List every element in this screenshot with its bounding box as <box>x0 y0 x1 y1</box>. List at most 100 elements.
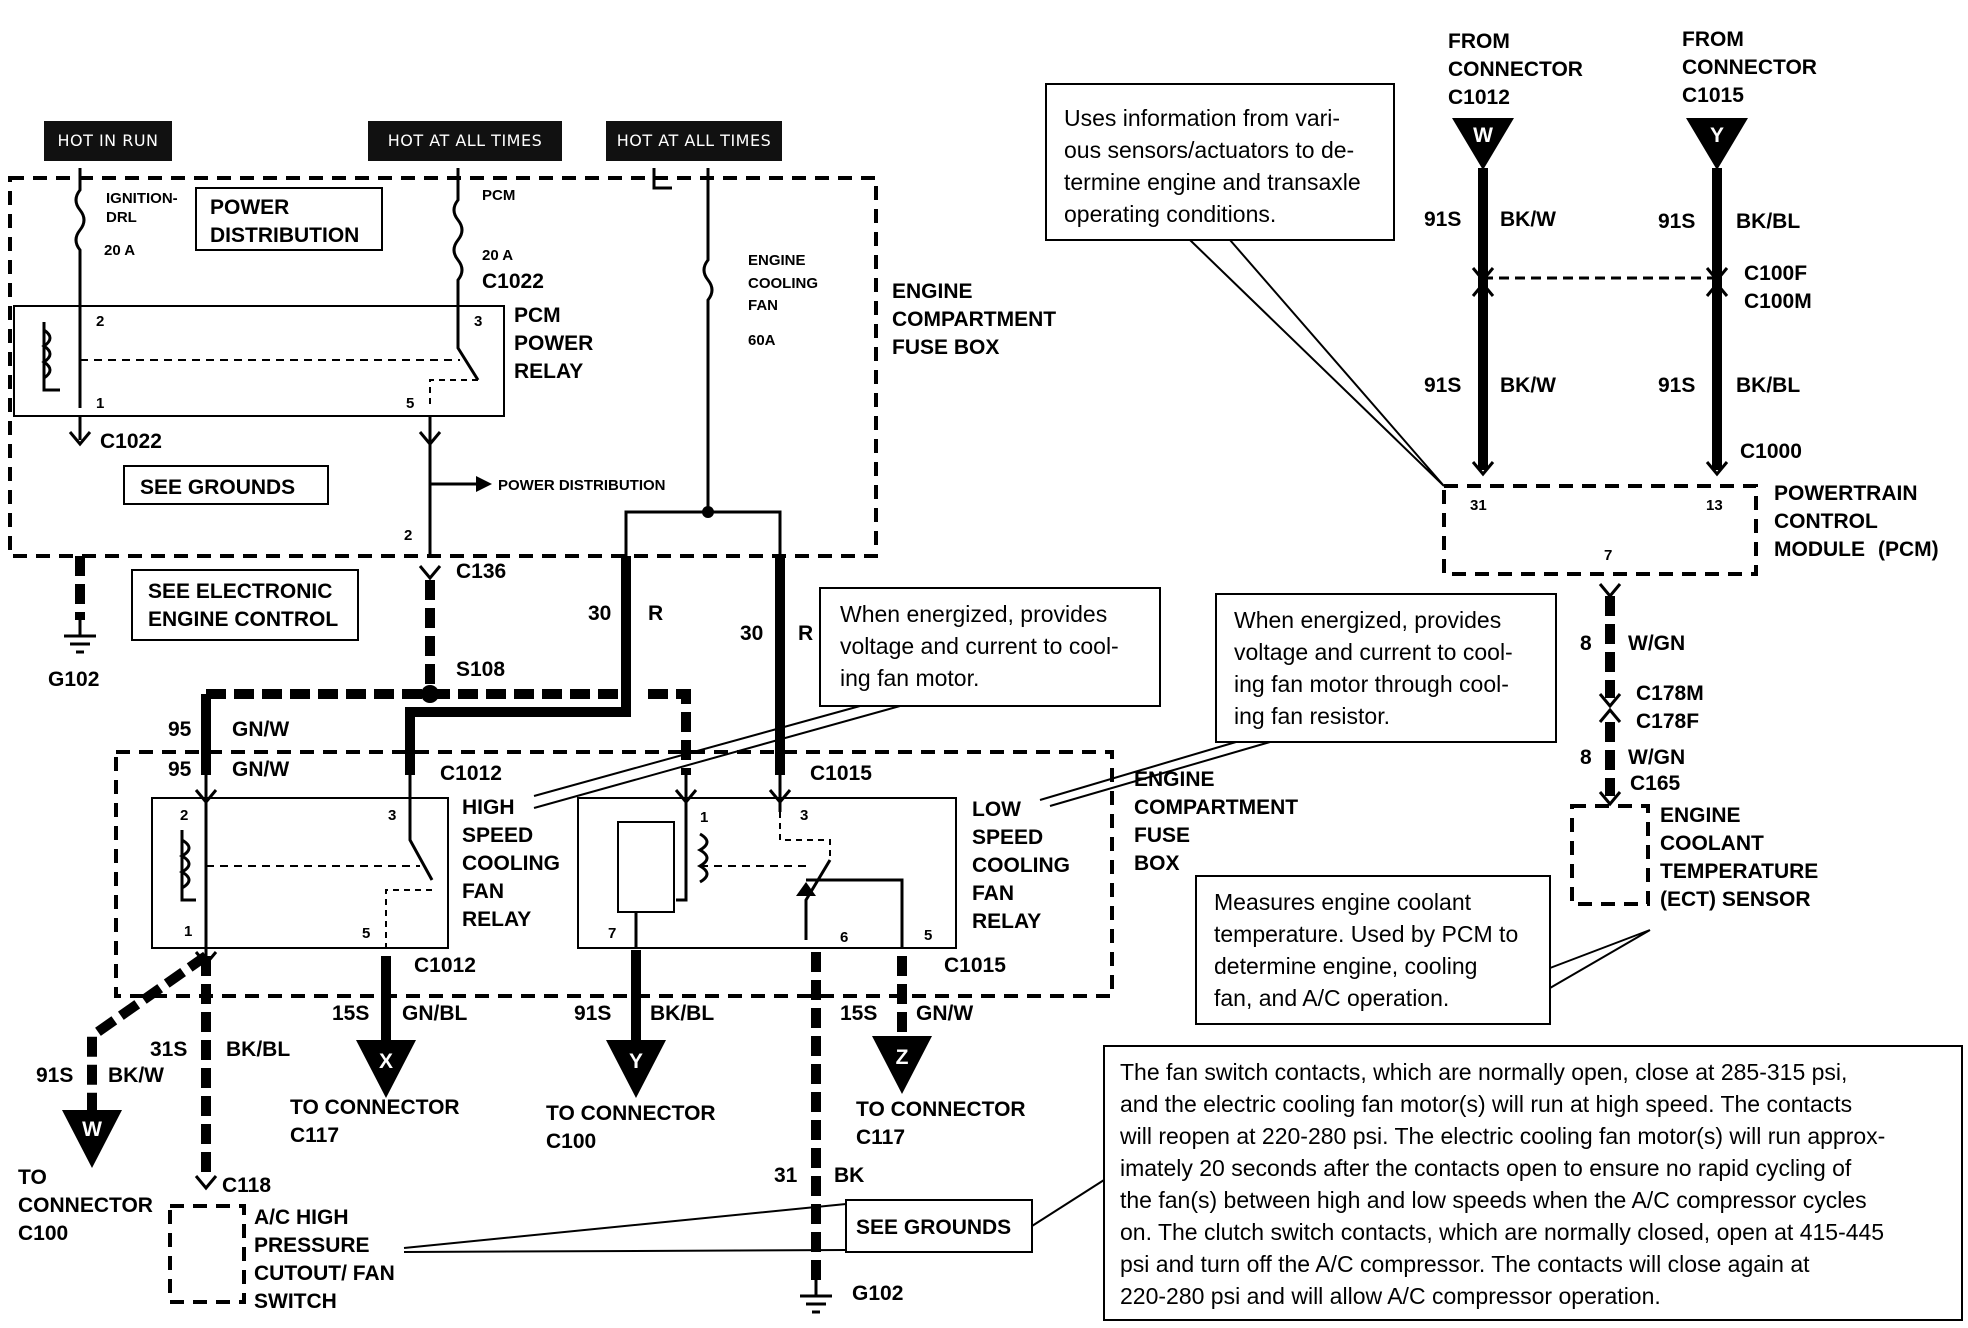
low-relay-pin-1: 1 <box>700 809 708 826</box>
from-c1015-2: CONNECTOR <box>1682 56 1817 79</box>
from-c1012-1: FROM <box>1448 30 1510 53</box>
see-electronic-box <box>131 569 359 641</box>
pcm-fuse-label: PCM <box>482 187 515 204</box>
y-marker: Y <box>629 1050 643 1073</box>
c1022-bottom-label: C1022 <box>100 430 162 453</box>
relay-pin-5: 5 <box>406 395 414 412</box>
y-triangle-label: Y <box>1710 124 1724 147</box>
pcm-module-box <box>1442 484 1758 576</box>
header-hot-at-all-times-1: HOT AT ALL TIMES <box>368 121 562 161</box>
relay-pin-3: 3 <box>474 313 482 330</box>
ecfb-label-3: FUSE BOX <box>892 336 999 359</box>
switch-note-line-6: on. The clutch switch contacts, which ar… <box>1120 1219 1884 1245</box>
see-electronic-label-1: SEE ELECTRONIC <box>148 580 332 603</box>
w30b-label: 30 <box>740 622 763 645</box>
ecfb-label-2: COMPARTMENT <box>892 308 1056 331</box>
low-speed-relay-box <box>577 797 957 949</box>
low-note-line-2: voltage and current to cool- <box>1234 639 1513 665</box>
low-note-line-4: ing fan resistor. <box>1234 703 1390 729</box>
to-conn-c117-a: TO CONNECTOR <box>290 1096 460 1119</box>
ect-note-line-4: fan, and A/C operation. <box>1214 985 1449 1011</box>
ect-label-3: TEMPERATURE <box>1660 860 1818 883</box>
wgn-b-label: W/GN <box>1628 746 1685 769</box>
pcm-power-relay-label-2: POWER <box>514 332 593 355</box>
ecf-label-2: COOLING <box>748 275 818 292</box>
bkbl-b-label: BK/BL <box>650 1002 714 1025</box>
from-c1015-1: FROM <box>1682 28 1744 51</box>
high-relay-title-4: FAN <box>462 880 504 903</box>
s108-label: S108 <box>456 658 505 681</box>
switch-note-callout: The fan switch contacts, which are norma… <box>1103 1045 1963 1321</box>
ect-note-line-1: Measures engine coolant <box>1214 889 1472 915</box>
gnw-c-label: GN/W <box>916 1002 973 1025</box>
relay-pin-2: 2 <box>96 313 104 330</box>
w91s-1-label: 91S <box>1424 208 1461 231</box>
w-triangle-label: W <box>1473 124 1493 147</box>
high-relay-title-5: RELAY <box>462 908 531 931</box>
pcm-note-callout: Uses information from vari- ous sensors/… <box>1045 83 1445 487</box>
w95b-label: 95 <box>168 758 192 781</box>
pcm-pin-13: 13 <box>1706 497 1723 514</box>
g102-left-label: G102 <box>48 668 99 691</box>
fuse-box-2-label-2: COMPARTMENT <box>1134 796 1298 819</box>
to-conn-c117-b: TO CONNECTOR <box>856 1098 1026 1121</box>
switch-note-line-8: 220-280 psi and will allow A/C compresso… <box>1120 1283 1661 1309</box>
pcm-power-relay-label-3: RELAY <box>514 360 583 383</box>
w91s-a-label: 91S <box>36 1064 73 1087</box>
fuse-60a-label: 60A <box>748 332 776 349</box>
c100-label: C100 <box>18 1222 68 1245</box>
c1022-top-label: C1022 <box>482 270 544 293</box>
header-hot-all-times-2-label: HOT AT ALL TIMES <box>617 131 771 150</box>
low-note-line-3: ing fan motor through cool- <box>1234 671 1509 697</box>
ignition-drl-label: IGNITION- <box>106 190 178 207</box>
c178m-label: C178M <box>1636 682 1704 705</box>
low-relay-pin-7: 7 <box>608 925 616 942</box>
low-relay-pin-3: 3 <box>800 807 808 824</box>
c165-label: C165 <box>1630 772 1681 795</box>
fuse-20a-2-label: 20 A <box>482 247 513 264</box>
c1015-bottom-label: C1015 <box>944 954 1006 977</box>
to-conn-c117-a2: C117 <box>290 1124 339 1147</box>
w31s-label: 31S <box>150 1038 187 1061</box>
low-relay-title-4: FAN <box>972 882 1014 905</box>
wrb-label: R <box>798 622 813 645</box>
switch-note-line-3: will reopen at 220-280 psi. The electric… <box>1119 1123 1885 1149</box>
pcm-label-2: CONTROL <box>1774 510 1878 533</box>
w8a-label: 8 <box>1580 632 1592 655</box>
bk-label: BK <box>834 1164 864 1187</box>
wgn-a-label: W/GN <box>1628 632 1685 655</box>
see-grounds-box <box>123 465 329 505</box>
header-hot-all-times-1-label: HOT AT ALL TIMES <box>388 131 542 150</box>
w91s-3-label: 91S <box>1424 374 1461 397</box>
w-marker: W <box>82 1118 102 1141</box>
switch-note-line-4: imately 20 seconds after the contacts op… <box>1120 1155 1852 1181</box>
power-distribution-label-2: DISTRIBUTION <box>210 224 359 247</box>
from-c1012-3: C1012 <box>1448 86 1510 109</box>
low-relay-title-1: LOW <box>972 798 1021 821</box>
c178f-label: C178F <box>1636 710 1699 733</box>
high-speed-relay-box <box>151 797 449 949</box>
fan-resistor <box>617 821 675 913</box>
lower-fuse-box-outline <box>114 750 1114 998</box>
high-note-line-3: ing fan motor. <box>840 665 979 691</box>
w15s-b-label: 15S <box>840 1002 877 1025</box>
c118-label: C118 <box>222 1174 271 1197</box>
ect-label-4: (ECT) SENSOR <box>1660 888 1811 911</box>
ac-switch-box <box>168 1204 246 1304</box>
high-relay-title-2: SPEED <box>462 824 533 847</box>
bkw-a-label: BK/W <box>108 1064 164 1087</box>
fuse-box-outline <box>8 176 878 558</box>
to-conn-c100-2: C100 <box>546 1130 596 1153</box>
power-distribution-arrow-label: POWER DISTRIBUTION <box>498 477 666 494</box>
high-relay-pin-1: 1 <box>184 923 192 940</box>
c1012-top-label: C1012 <box>440 762 502 785</box>
c100m-label: C100M <box>1744 290 1812 313</box>
see-grounds-2-label: SEE GROUNDS <box>856 1216 1011 1239</box>
c136-label: C136 <box>456 560 506 583</box>
pcm-note-line-1: Uses information from vari- <box>1064 105 1340 131</box>
pcm-note-line-4: operating conditions. <box>1064 201 1276 227</box>
ac-switch-label-2: PRESSURE <box>254 1234 370 1257</box>
ect-note-line-2: temperature. Used by PCM to <box>1214 921 1518 947</box>
low-relay-note-callout: When energized, provides voltage and cur… <box>1039 593 1557 807</box>
